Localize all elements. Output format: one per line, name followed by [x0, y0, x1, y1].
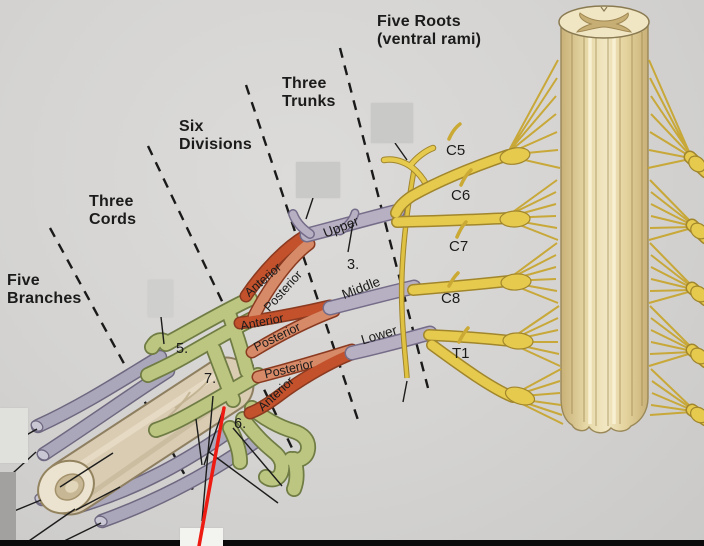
question-number-6: 6. [234, 416, 247, 432]
root-label-c7: C7 [449, 238, 469, 255]
header-six-divisions: Six Divisions [179, 118, 252, 154]
nerve-roots [380, 59, 704, 427]
photo-black-bottom-edge [0, 540, 704, 546]
root-label-c5: C5 [446, 142, 466, 159]
blank-label-box-5[interactable] [180, 528, 223, 546]
header-three-cords-line1: Three [89, 193, 134, 210]
gray-matter-butterfly [575, 12, 633, 33]
header-five-roots: Five Roots (ventral rami) [377, 13, 481, 49]
header-five-roots-line1: Five Roots [377, 13, 461, 30]
blank-label-box-4[interactable] [0, 408, 28, 463]
header-five-branches: Five Branches [7, 272, 82, 308]
question-number-3: 3. [347, 257, 360, 273]
cords-green [140, 291, 317, 497]
blank-label-box-1[interactable] [371, 103, 413, 143]
divisions-bands [233, 229, 361, 420]
blank-label-box-3[interactable] [148, 280, 173, 317]
root-label-c8: C8 [441, 290, 461, 307]
header-six-divisions-line2: Divisions [179, 135, 252, 153]
header-six-divisions-line1: Six [179, 118, 204, 135]
header-five-branches-line1: Five [7, 272, 40, 289]
blank-label-box-2[interactable] [296, 162, 340, 198]
spinal-cord [558, 5, 650, 434]
header-three-trunks-line1: Three [282, 75, 327, 92]
header-five-roots-line2: (ventral rami) [377, 30, 482, 48]
header-three-cords-line2: Cords [89, 210, 137, 228]
root-label-c6: C6 [451, 187, 471, 204]
question-number-7: 7. [204, 371, 217, 387]
root-label-t1: T1 [452, 345, 470, 362]
header-three-cords: Three Cords [89, 193, 136, 229]
header-five-branches-line2: Branches [7, 289, 82, 307]
header-three-trunks-line2: Trunks [282, 92, 336, 110]
trunks-bands [288, 203, 438, 361]
question-number-5: 5. [176, 341, 189, 357]
header-three-trunks: Three Trunks [282, 75, 336, 111]
photo-shadow-left [0, 472, 16, 542]
